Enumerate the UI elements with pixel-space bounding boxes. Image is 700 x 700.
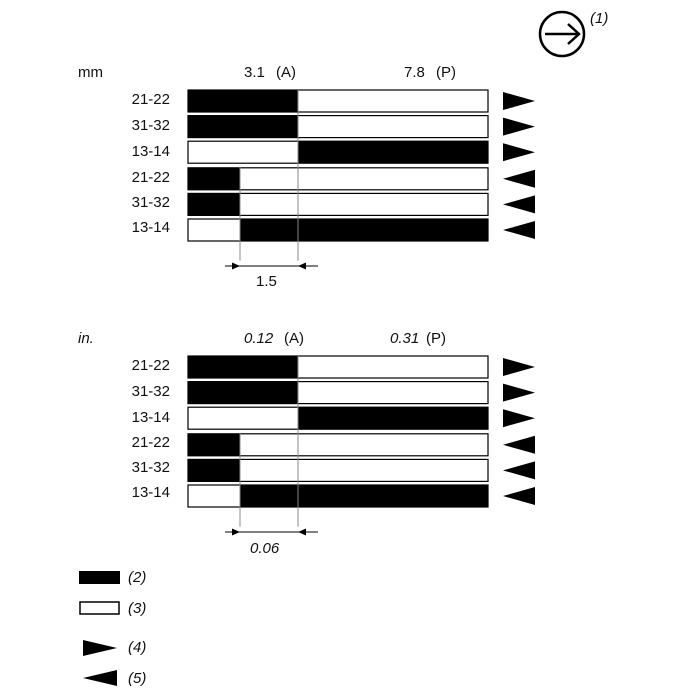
contact-row — [187, 167, 535, 191]
contact-row — [187, 355, 535, 379]
closed-segment — [188, 90, 298, 112]
closed-segment — [240, 219, 488, 241]
symbol-label: (1) — [590, 10, 609, 27]
contact-charts — [187, 89, 535, 536]
left-triangle-icon — [503, 195, 535, 214]
dimension-arrow — [298, 262, 306, 270]
overtravel-dimension: 1.5 — [256, 273, 277, 290]
row-label: 31-32 — [131, 459, 170, 476]
contact-row — [187, 458, 535, 482]
row-label: 13-14 — [131, 484, 170, 501]
overtravel-dimension: 0.06 — [250, 540, 280, 557]
right-triangle-icon — [503, 92, 535, 110]
contact-row — [187, 114, 535, 139]
contact-chart — [187, 89, 535, 270]
closed-segment — [188, 193, 240, 216]
contact-row — [187, 218, 535, 242]
unit-label: in. — [78, 330, 94, 347]
closed-segment — [298, 407, 488, 430]
right-triangle-icon — [503, 143, 535, 162]
legend-label: (4) — [128, 639, 147, 656]
position-a-value: 3.1 — [244, 64, 265, 81]
position-p-value: 7.8 — [404, 64, 425, 81]
white-bar-icon — [79, 601, 120, 615]
row-label: 31-32 — [131, 194, 170, 211]
legend-label: (5) — [128, 670, 147, 687]
left-triangle-icon — [83, 670, 117, 686]
contact-row — [187, 381, 535, 405]
row-label: 21-22 — [131, 357, 170, 374]
position-a-suffix: (A) — [284, 330, 304, 347]
contact-chart — [187, 355, 535, 536]
left-triangle-icon — [503, 221, 535, 239]
dimension-arrow — [232, 262, 240, 270]
closed-segment — [188, 433, 240, 456]
row-label: 13-14 — [131, 219, 170, 236]
closed-segment — [188, 167, 240, 190]
row-label: 31-32 — [131, 117, 170, 134]
legend-symbols — [79, 571, 120, 686]
right-triangle-icon — [83, 640, 117, 656]
right-triangle-icon — [503, 117, 535, 136]
dimension-arrow — [232, 528, 240, 536]
right-triangle-icon — [503, 383, 535, 402]
row-label: 21-22 — [131, 169, 170, 186]
closed-segment — [240, 485, 488, 507]
dimension-arrow — [298, 528, 306, 536]
contact-row — [187, 406, 535, 430]
contact-row — [187, 140, 535, 164]
contact-row — [187, 484, 535, 508]
row-label: 13-14 — [131, 409, 170, 426]
legend-label: (2) — [128, 569, 147, 586]
row-label: 21-22 — [131, 91, 170, 108]
circle-arrow-right-icon — [538, 10, 586, 58]
closed-segment — [188, 459, 240, 482]
closed-segment — [298, 141, 488, 164]
row-label: 21-22 — [131, 434, 170, 451]
legend-label: (3) — [128, 600, 147, 617]
position-a-value: 0.12 — [244, 330, 274, 347]
row-label: 31-32 — [131, 383, 170, 400]
position-a-suffix: (A) — [276, 64, 296, 81]
unit-label: mm — [78, 64, 103, 81]
row-label: 13-14 — [131, 143, 170, 160]
contact-row — [187, 89, 535, 113]
contact-row — [187, 433, 535, 457]
left-triangle-icon — [503, 435, 535, 454]
right-triangle-icon — [503, 358, 535, 376]
closed-segment — [188, 356, 298, 378]
position-p-value: 0.31 — [390, 330, 420, 347]
position-p-suffix: (P) — [426, 330, 446, 347]
position-p-suffix: (P) — [436, 64, 456, 81]
black-bar-icon — [79, 571, 120, 584]
left-triangle-icon — [503, 487, 535, 505]
right-triangle-icon — [503, 409, 535, 428]
left-triangle-icon — [503, 461, 535, 480]
left-triangle-icon — [503, 169, 535, 188]
closed-segment — [188, 381, 298, 404]
contact-row — [187, 192, 535, 216]
closed-segment — [188, 115, 298, 138]
